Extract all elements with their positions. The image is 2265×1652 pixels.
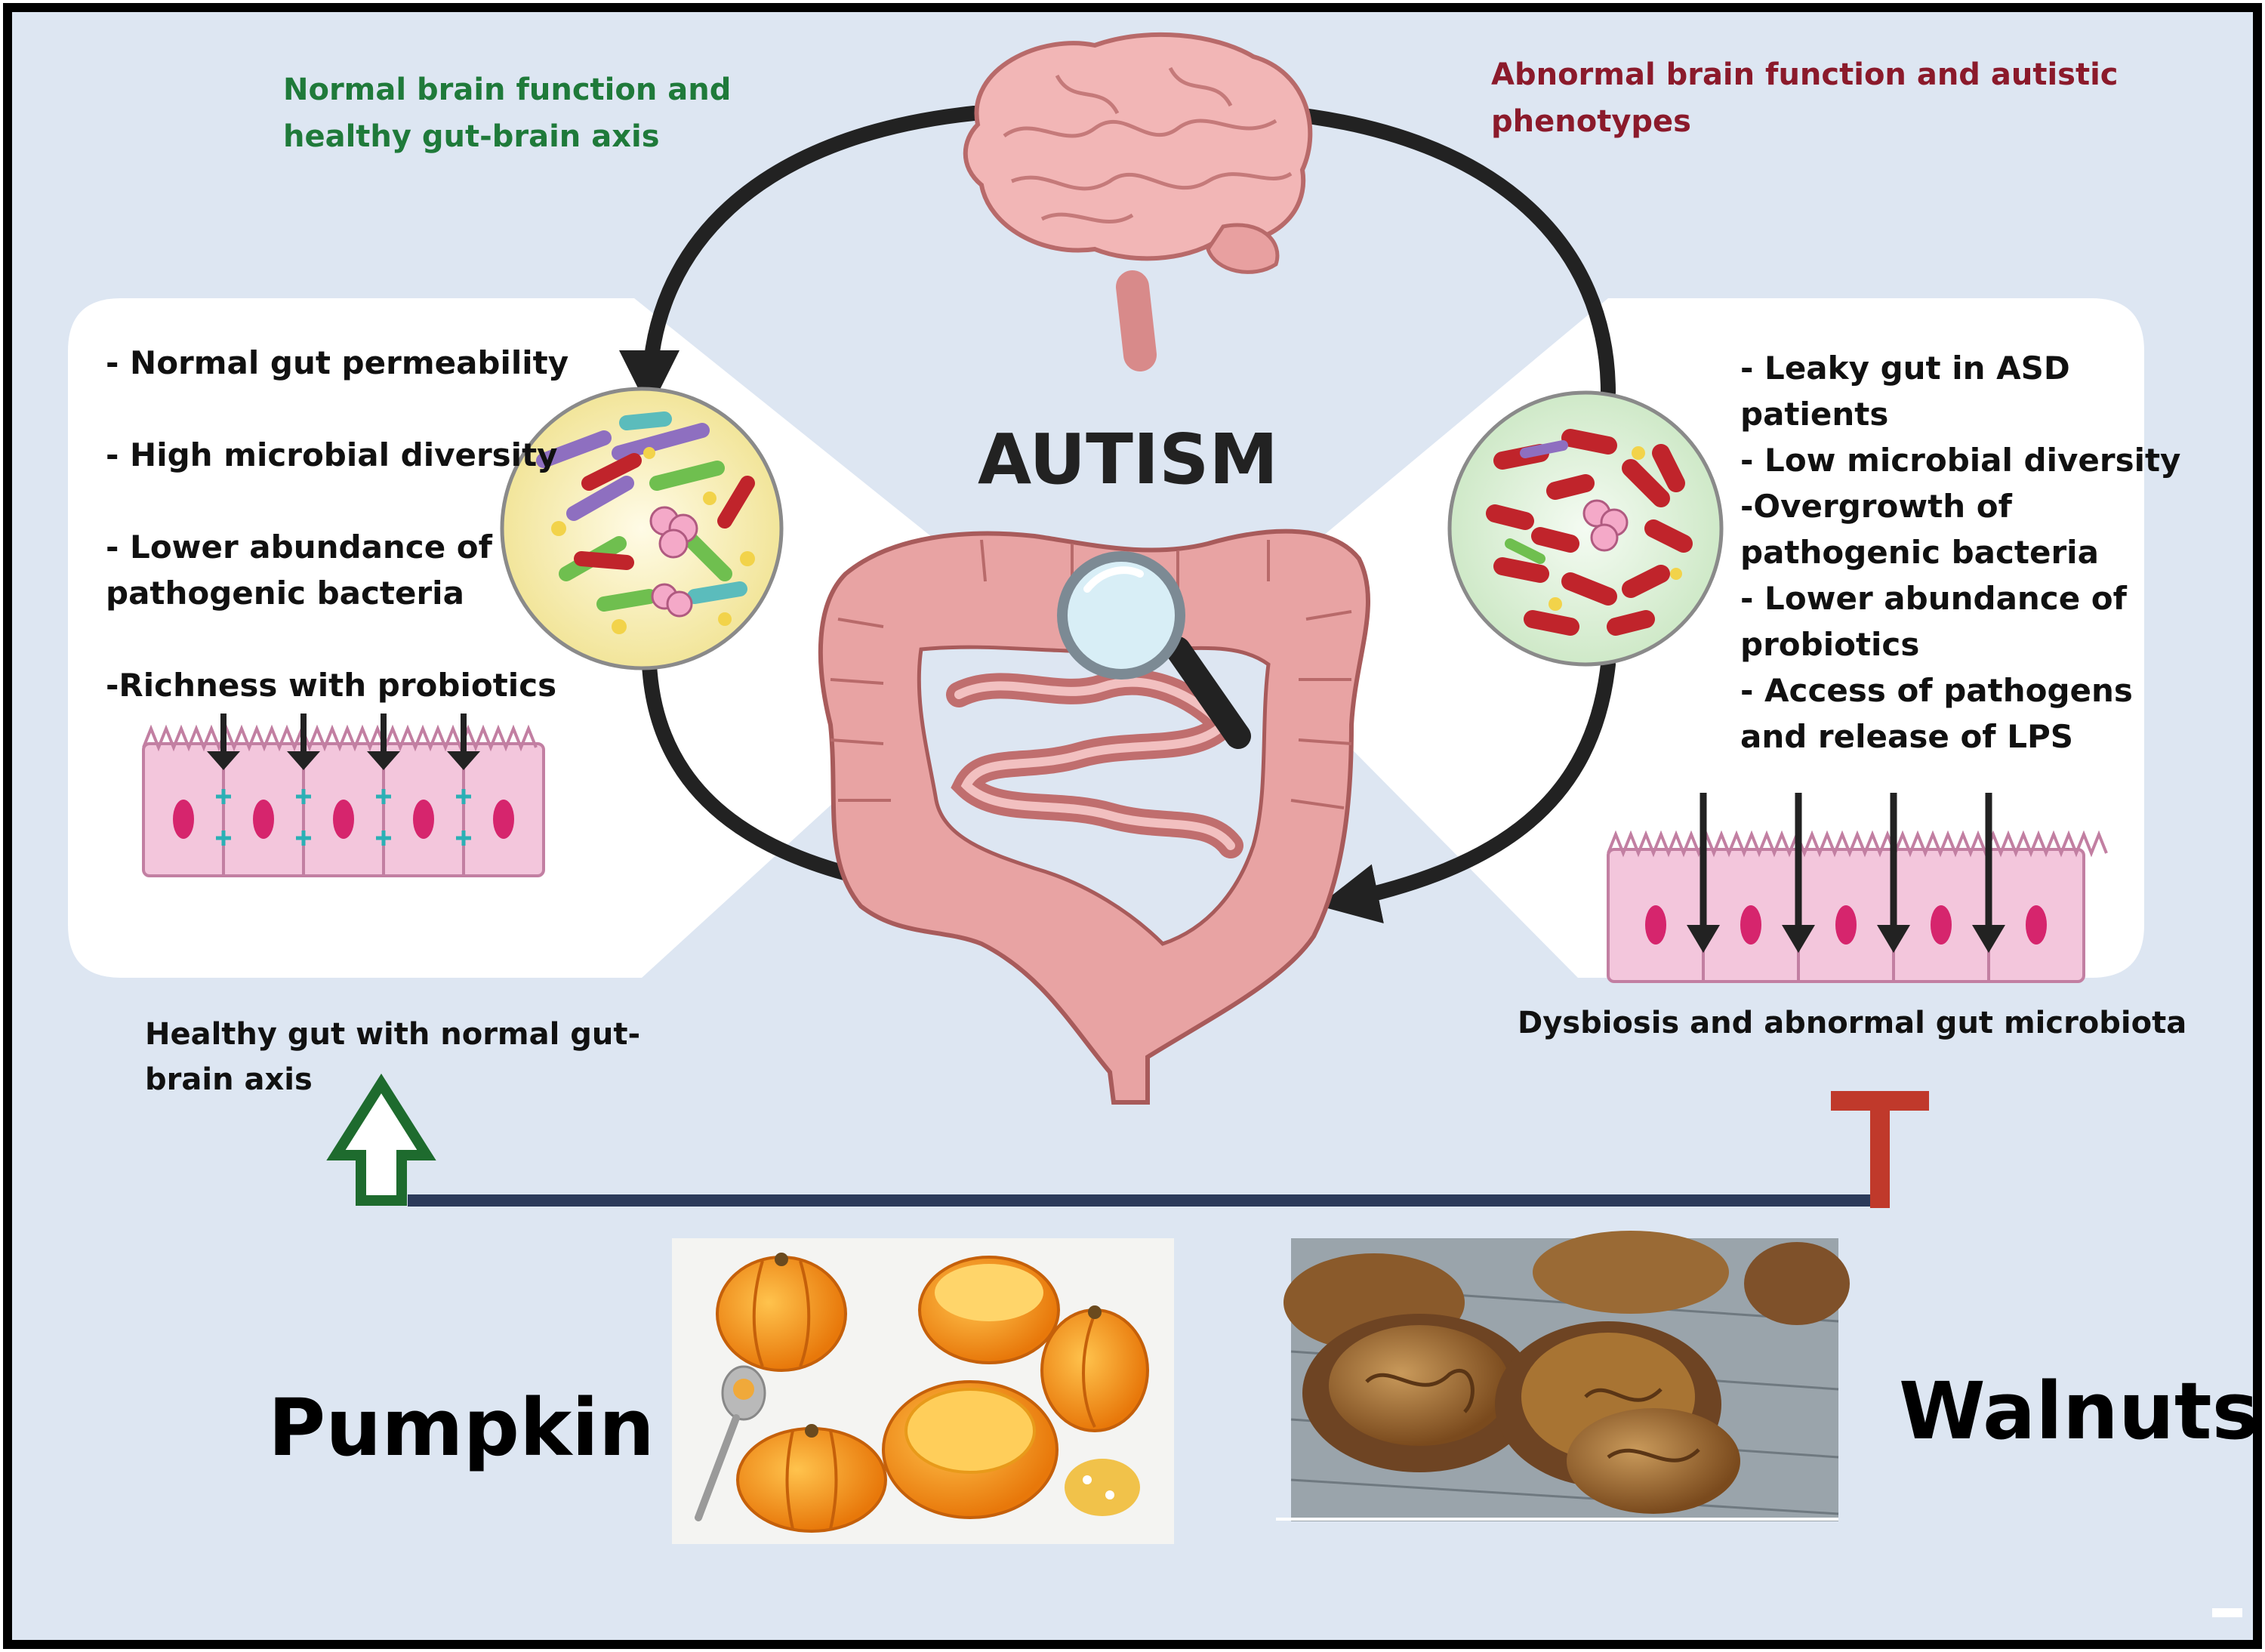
arrow-to-brain-right [1238,79,1616,400]
right-caption: Dysbiosis and abnormal gut microbiota [1518,1006,2187,1040]
left-item-2: - Lower abundance of [106,529,492,566]
right-panel-bg [1223,298,2144,978]
top-left-heading: Normal brain function and healthy gut-br… [283,66,731,160]
leaky-epithelium-icon [1607,793,2108,983]
healthy-microbiota-icon [500,387,784,670]
intestine-icon [818,529,1370,1105]
promote-arrow-icon [326,1073,436,1206]
autism-title: AUTISM [978,419,1278,500]
top-right-heading-line1: Abnormal brain function and autistic [1491,57,2119,92]
right-item-6: probiotics [1740,626,1920,663]
right-item-7: - Access of pathogens [1740,672,2133,709]
right-item-1: patients [1740,396,1889,433]
walnuts-label: Walnuts [1899,1365,2259,1457]
left-caption-line2: brain axis [145,1062,313,1097]
inhibit-bar-icon [1831,1091,1929,1208]
left-caption: Healthy gut with normal gut- brain axis [145,1012,640,1102]
left-item-0: - Normal gut permeability [106,344,569,381]
left-item-3: pathogenic bacteria [106,575,464,612]
magnifier-icon [1057,551,1251,749]
top-right-heading-line2: phenotypes [1491,104,1691,139]
pumpkin-photo [672,1238,1174,1544]
dysbiosis-microbiota-icon [1447,390,1724,667]
walnut-photo [1276,1231,1850,1521]
arrow-to-brain-left [619,106,982,411]
pumpkin-label: Pumpkin [268,1382,655,1474]
right-item-3: -Overgrowth of [1740,488,2012,525]
left-item-1: - High microbial diversity [106,436,558,473]
top-left-heading-line2: healthy gut-brain axis [283,119,660,154]
right-panel-list: - Leaky gut in ASD patients - Low microb… [1740,345,2180,760]
healthy-epithelium-icon [142,714,545,877]
arrow-to-gut-right [1318,657,1616,923]
spoon-icon [695,1365,766,1521]
brain-icon [963,32,1313,371]
left-caption-line1: Healthy gut with normal gut- [145,1017,641,1052]
left-item-4: -Richness with probiotics [106,667,557,704]
right-item-5: - Lower abundance of [1740,580,2127,617]
right-item-8: and release of LPS [1740,718,2073,755]
top-right-heading: Abnormal brain function and autistic phe… [1491,51,2119,145]
right-item-0: - Leaky gut in ASD [1740,350,2070,387]
left-panel-list: - Normal gut permeability - High microbi… [106,340,569,708]
right-item-2: - Low microbial diversity [1740,442,2181,479]
top-left-heading-line1: Normal brain function and [283,72,732,107]
right-item-4: pathogenic bacteria [1740,534,2099,571]
